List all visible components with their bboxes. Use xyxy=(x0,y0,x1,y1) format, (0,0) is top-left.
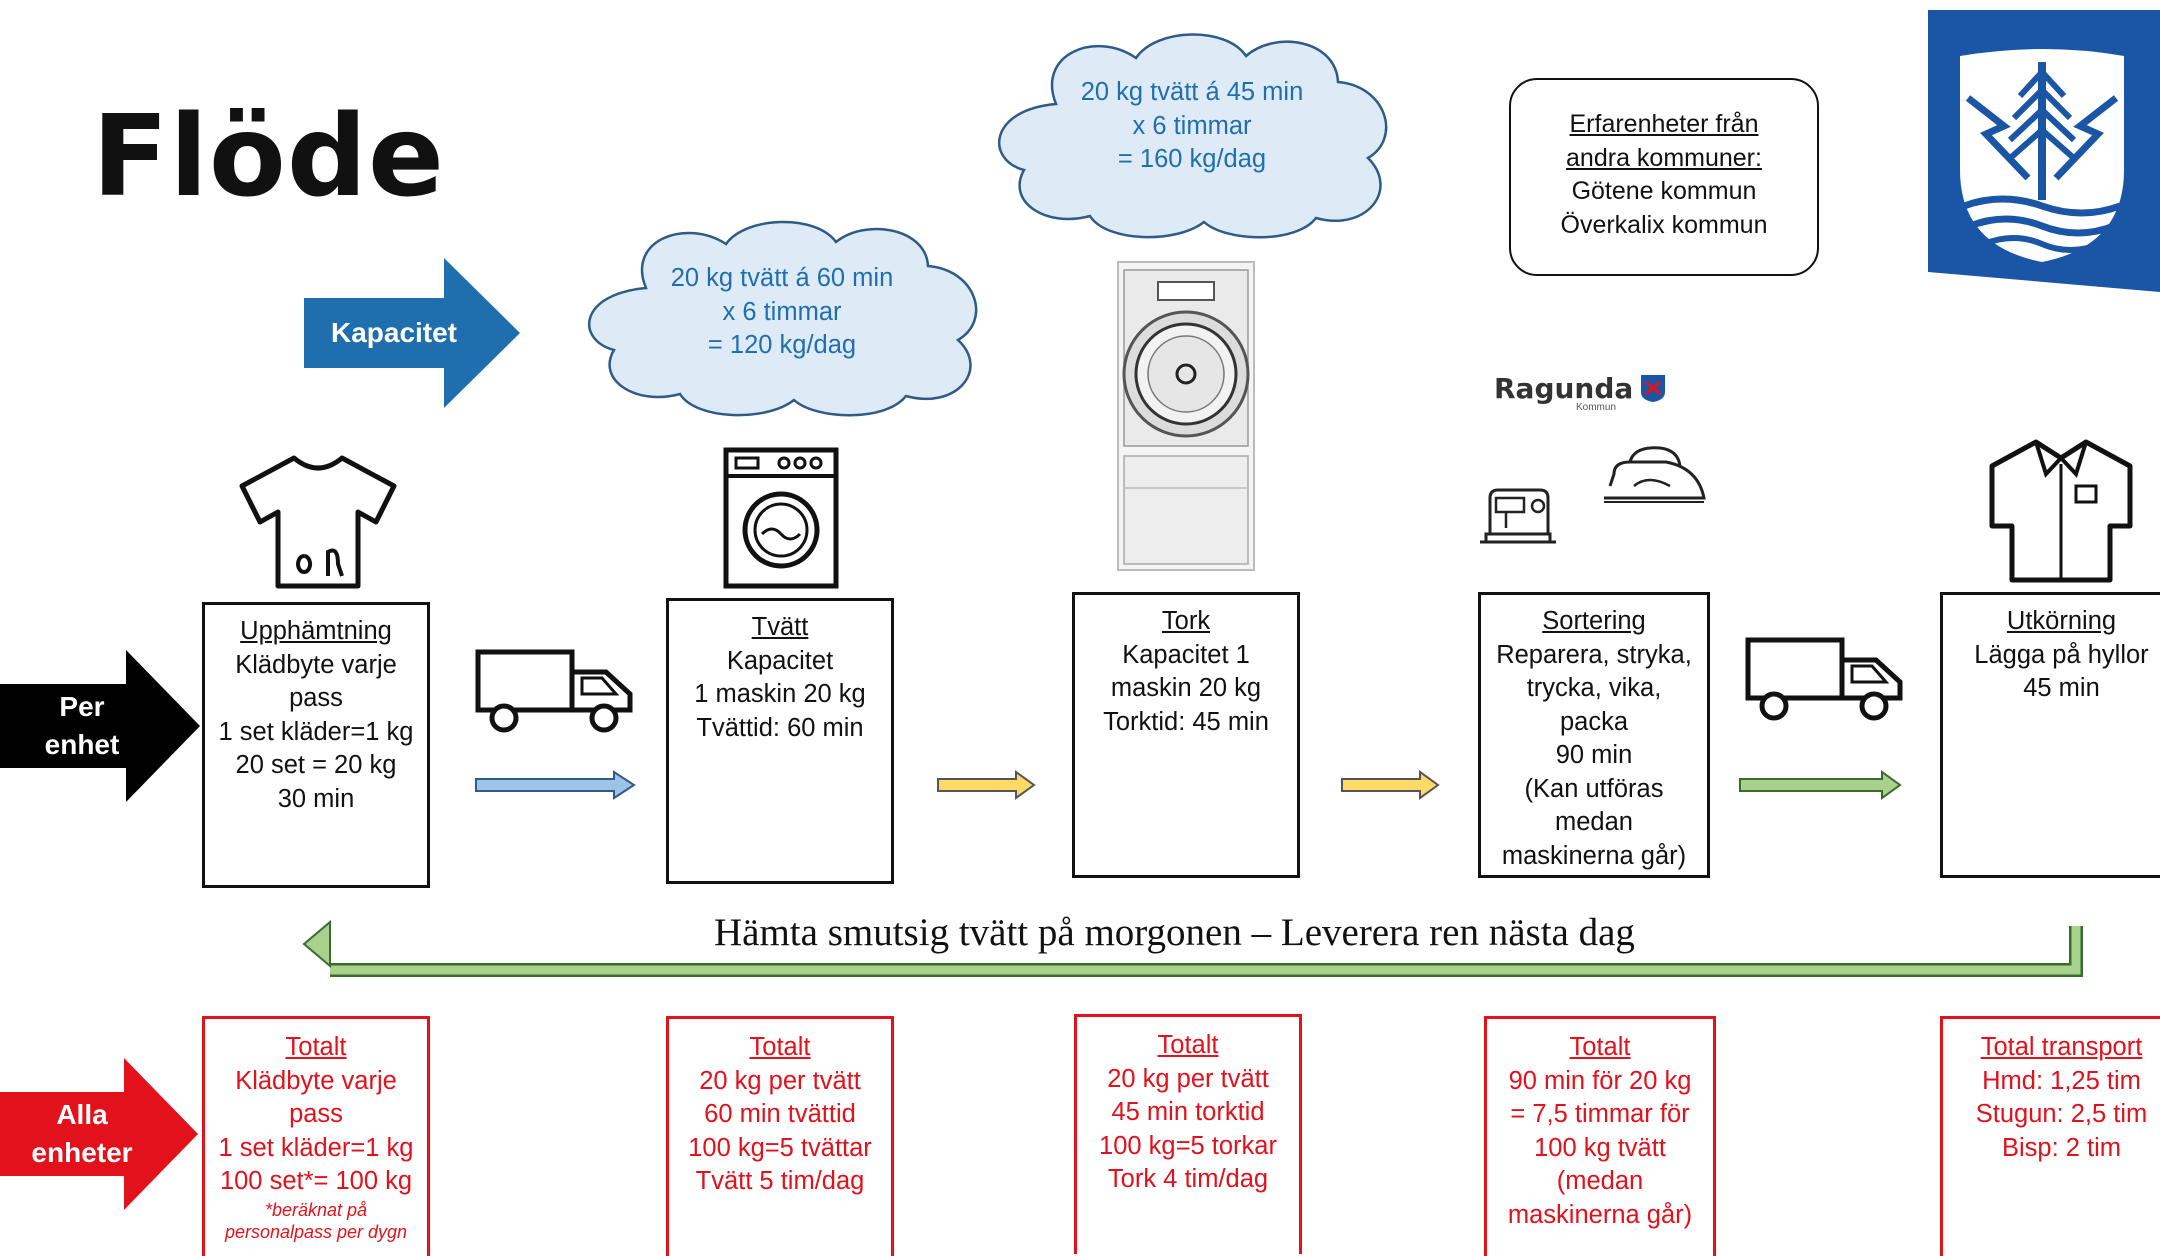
truck-icon xyxy=(475,649,633,733)
iron-icon xyxy=(1604,446,1706,503)
tumble-dryer-icon xyxy=(1117,261,1255,571)
alla-enheter-arrow xyxy=(0,1058,198,1210)
page-title: Flöde xyxy=(92,92,445,222)
capacity-cloud-1-text: 20 kg tvätt á 60 min x 6 timmar = 120 kg… xyxy=(670,264,894,359)
total-transport: Total transport Hmd: 1,25 tim Stugun: 2,… xyxy=(1940,1016,2160,1256)
coat-of-arms-icon xyxy=(1928,10,2160,292)
total-tvatt: Totalt 20 kg per tvätt 60 min tvättid 10… xyxy=(666,1016,894,1256)
alla-enheter-label: Alla enheter xyxy=(31,1099,133,1168)
stage-upphamtning: Upphämtning Klädbyte varje pass 1 set kl… xyxy=(202,602,430,888)
info-heading-line: andra kommuner: xyxy=(1566,143,1762,172)
loop-return-arrow xyxy=(302,920,2083,977)
loop-caption: Hämta smutsig tvätt på morgonen – Levere… xyxy=(708,910,1641,955)
stage-tvatt: Tvätt Kapacitet 1 maskin 20 kg Tvättid: … xyxy=(666,598,894,884)
kapacitet-label: Kapacitet xyxy=(330,317,458,348)
total-tork: Totalt 20 kg per tvätt 45 min torktid 10… xyxy=(1074,1014,1302,1254)
ragunda-logo: Ragunda Kommun xyxy=(1494,372,1668,413)
flow-arrow-3 xyxy=(1341,770,1440,800)
per-enhet-arrow xyxy=(0,650,200,802)
kapacitet-arrow xyxy=(304,258,520,408)
flow-arrow-2 xyxy=(937,770,1036,800)
tshirt-icon xyxy=(239,455,397,589)
stage-sortering: Sortering Reparera, stryka, trycka, vika… xyxy=(1478,592,1710,878)
stage-tork: Tork Kapacitet 1 maskin 20 kg Torktid: 4… xyxy=(1072,592,1300,878)
stage-utkorning: Utkörning Lägga på hyllor 45 min xyxy=(1940,592,2160,878)
sewing-machine-icon xyxy=(1480,488,1556,544)
washing-machine-icon xyxy=(723,447,839,589)
per-enhet-label: Per enhet xyxy=(44,691,120,760)
capacity-cloud-2 xyxy=(998,33,1388,239)
info-line: Överkalix kommun xyxy=(1560,210,1768,239)
shirt-icon xyxy=(1989,439,2133,583)
capacity-cloud-2-text: 20 kg tvätt á 45 min x 6 timmar = 160 kg… xyxy=(1080,78,1304,173)
capacity-cloud-1 xyxy=(588,220,978,417)
flow-arrow-4 xyxy=(1739,770,1902,800)
info-box: Erfarenheter från andra kommuner: Götene… xyxy=(1509,78,1819,276)
total-sortering: Totalt 90 min för 20 kg = 7,5 timmar för… xyxy=(1484,1016,1716,1256)
truck-icon xyxy=(1745,637,1903,721)
flow-arrow-1 xyxy=(475,770,636,800)
info-heading-line: Erfarenheter från xyxy=(1569,110,1759,138)
info-line: Götene kommun xyxy=(1571,177,1757,205)
total-upphamtning: Totalt Klädbyte varje pass 1 set kläder=… xyxy=(202,1016,430,1256)
